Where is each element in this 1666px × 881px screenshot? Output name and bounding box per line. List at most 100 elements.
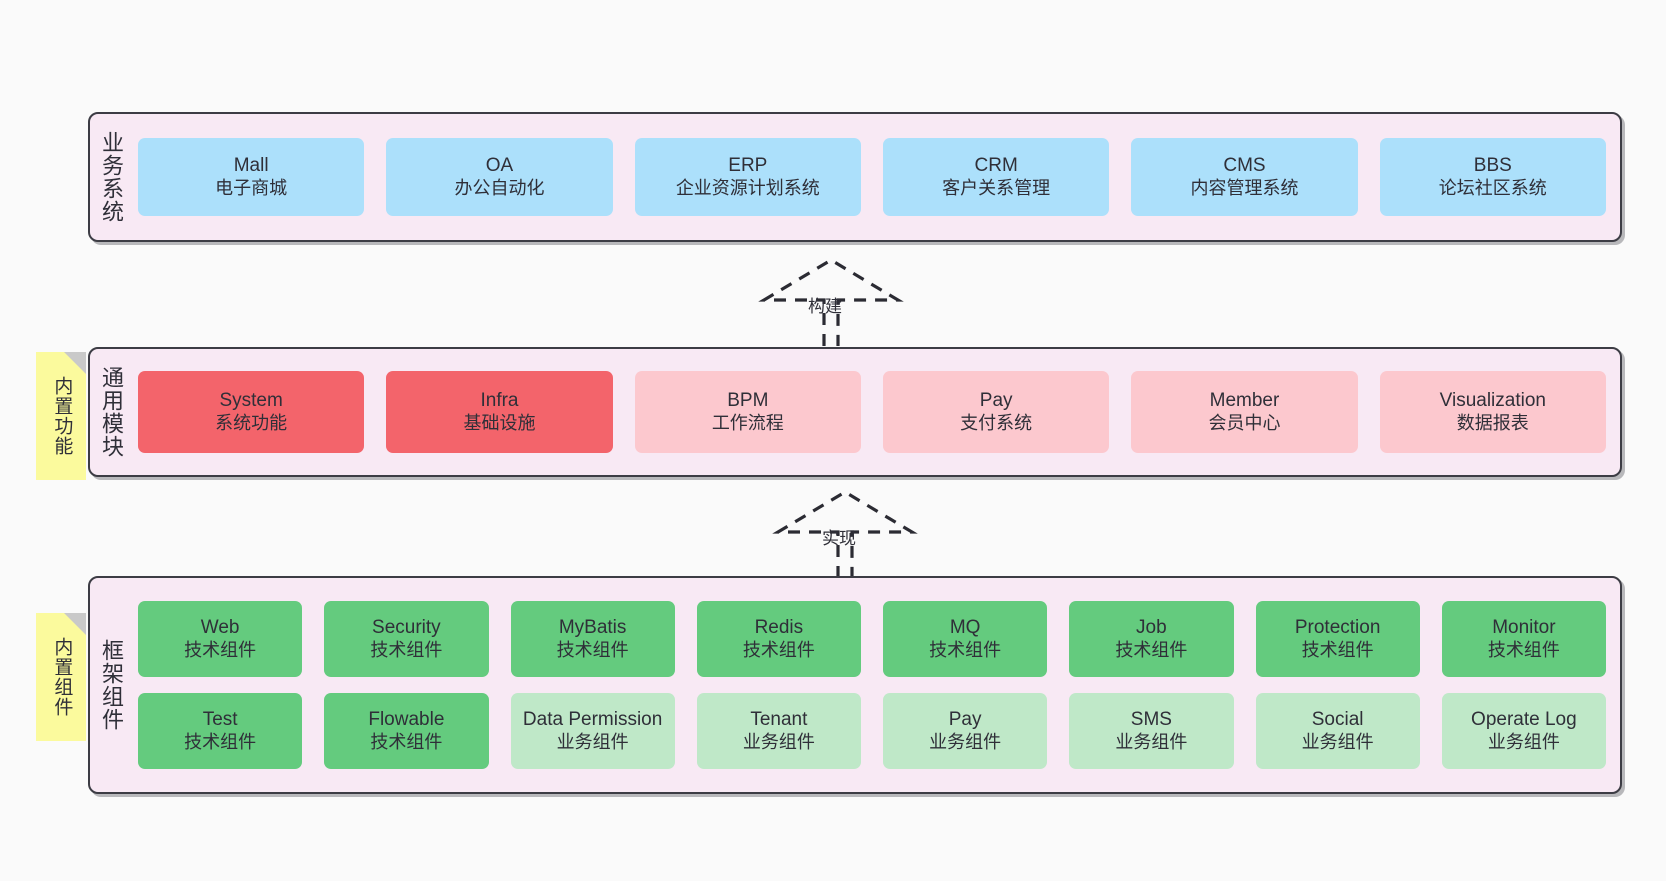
- card-title-cn: 技术组件: [1115, 639, 1188, 660]
- card-security[interactable]: Security 技术组件: [324, 601, 489, 677]
- connector-implement-arrow: 实现: [770, 490, 920, 578]
- folded-corner-icon: [64, 352, 86, 374]
- card-title-cn: 业务组件: [742, 731, 815, 752]
- card-title-en: MQ: [949, 617, 981, 639]
- sticky-note-label: 内置组件: [51, 637, 73, 717]
- folded-corner-icon: [64, 613, 86, 635]
- card-title-en: Redis: [754, 617, 804, 639]
- card-title-cn: 客户关系管理: [942, 177, 1051, 198]
- card-system[interactable]: System 系统功能: [138, 371, 365, 453]
- layer-body-business: Mall 电子商城 OA 办公自动化 ERP 企业资源计划系统 CRM 客户关系…: [132, 114, 1620, 240]
- card-title-en: Monitor: [1492, 617, 1556, 639]
- card-operate-log[interactable]: Operate Log 业务组件: [1441, 693, 1606, 769]
- card-row: Test 技术组件 Flowable 技术组件 Data Permission …: [138, 693, 1606, 769]
- card-title-cn: 技术组件: [742, 639, 815, 660]
- card-title-cn: 技术组件: [556, 639, 629, 660]
- card-title-en: CRM: [974, 155, 1018, 177]
- card-title-en: ERP: [728, 155, 768, 177]
- card-member[interactable]: Member 会员中心: [1131, 371, 1358, 453]
- connector-build-label: 构建: [808, 297, 842, 316]
- card-title-en: CMS: [1223, 155, 1266, 177]
- sticky-note-builtin-components: 内置组件: [36, 613, 86, 741]
- card-bbs[interactable]: BBS 论坛社区系统: [1379, 138, 1606, 216]
- card-mall[interactable]: Mall 电子商城: [138, 138, 365, 216]
- card-job[interactable]: Job 技术组件: [1069, 601, 1234, 677]
- card-title-cn: 技术组件: [370, 731, 443, 752]
- card-bpm[interactable]: BPM 工作流程: [634, 371, 861, 453]
- card-visualization[interactable]: Visualization 数据报表: [1379, 371, 1606, 453]
- layer-common-modules: 通用模块 System 系统功能 Infra 基础设施 BPM 工作流程 Pay…: [88, 347, 1622, 477]
- card-title-cn: 办公自动化: [454, 177, 545, 198]
- card-title-en: Operate Log: [1471, 709, 1577, 731]
- card-title-en: Pay: [948, 709, 982, 731]
- card-title-en: Tenant: [750, 709, 808, 731]
- card-row: Web 技术组件 Security 技术组件 MyBatis 技术组件 Redi…: [138, 601, 1606, 677]
- card-pay-module[interactable]: Pay 支付系统: [882, 371, 1110, 453]
- card-social[interactable]: Social 业务组件: [1255, 693, 1420, 769]
- card-redis[interactable]: Redis 技术组件: [696, 601, 861, 677]
- card-title-en: Member: [1209, 390, 1280, 412]
- card-title-en: BBS: [1473, 155, 1512, 177]
- card-title-cn: 业务组件: [929, 731, 1002, 752]
- card-title-cn: 业务组件: [1301, 731, 1374, 752]
- card-title-en: Visualization: [1439, 390, 1546, 412]
- card-title-en: BPM: [727, 390, 769, 412]
- card-title-en: Pay: [979, 390, 1013, 412]
- card-tenant[interactable]: Tenant 业务组件: [696, 693, 861, 769]
- card-protection[interactable]: Protection 技术组件: [1255, 601, 1420, 677]
- connector-build-arrow: 构建: [756, 258, 906, 346]
- card-title-cn: 企业资源计划系统: [675, 177, 820, 198]
- card-data-permission[interactable]: Data Permission 业务组件: [510, 693, 675, 769]
- layer-title-common: 通用模块: [98, 366, 124, 458]
- card-title-en: Protection: [1294, 617, 1381, 639]
- card-title-cn: 业务组件: [1115, 731, 1188, 752]
- card-title-cn: 技术组件: [184, 731, 257, 752]
- card-row: System 系统功能 Infra 基础设施 BPM 工作流程 Pay 支付系统…: [138, 371, 1606, 453]
- card-title-cn: 技术组件: [1301, 639, 1374, 660]
- card-title-cn: 技术组件: [1487, 639, 1560, 660]
- card-title-cn: 支付系统: [960, 412, 1033, 433]
- card-title-cn: 基础设施: [463, 412, 536, 433]
- card-flowable[interactable]: Flowable 技术组件: [324, 693, 489, 769]
- card-title-en: Social: [1311, 709, 1364, 731]
- card-title-en: Web: [200, 617, 240, 639]
- card-infra[interactable]: Infra 基础设施: [386, 371, 613, 453]
- card-mq[interactable]: MQ 技术组件: [883, 601, 1048, 677]
- layer-framework-components: 框架组件 Web 技术组件 Security 技术组件 MyBatis 技术组件…: [88, 576, 1622, 794]
- card-erp[interactable]: ERP 企业资源计划系统: [634, 138, 861, 216]
- card-title-cn: 工作流程: [711, 412, 784, 433]
- card-oa[interactable]: OA 办公自动化: [386, 138, 613, 216]
- card-title-cn: 内容管理系统: [1190, 177, 1299, 198]
- layer-business-systems: 业务系统 Mall 电子商城 OA 办公自动化 ERP 企业资源计划系统 CRM…: [88, 112, 1622, 242]
- card-mybatis[interactable]: MyBatis 技术组件: [510, 601, 675, 677]
- layer-title-business: 业务系统: [98, 131, 124, 223]
- card-title-en: OA: [485, 155, 514, 177]
- card-title-en: Flowable: [368, 709, 445, 731]
- card-title-cn: 会员中心: [1208, 412, 1281, 433]
- sticky-note-builtin-features: 内置功能: [36, 352, 86, 480]
- card-monitor[interactable]: Monitor 技术组件: [1441, 601, 1606, 677]
- card-title-en: Data Permission: [522, 709, 663, 731]
- connector-implement-label: 实现: [822, 529, 856, 548]
- card-test[interactable]: Test 技术组件: [138, 693, 303, 769]
- card-title-en: Job: [1136, 617, 1167, 639]
- card-title-cn: 技术组件: [370, 639, 443, 660]
- card-title-cn: 论坛社区系统: [1438, 177, 1547, 198]
- card-row: Mall 电子商城 OA 办公自动化 ERP 企业资源计划系统 CRM 客户关系…: [138, 138, 1606, 216]
- card-title-cn: 技术组件: [184, 639, 257, 660]
- card-title-en: Test: [202, 709, 238, 731]
- card-title-cn: 电子商城: [215, 177, 288, 198]
- layer-body-framework: Web 技术组件 Security 技术组件 MyBatis 技术组件 Redi…: [132, 578, 1620, 792]
- card-pay-component[interactable]: Pay 业务组件: [883, 693, 1048, 769]
- card-title-en: MyBatis: [558, 617, 627, 639]
- card-title-en: SMS: [1130, 709, 1172, 731]
- card-cms[interactable]: CMS 内容管理系统: [1131, 138, 1358, 216]
- layer-title-framework: 框架组件: [98, 639, 124, 731]
- card-crm[interactable]: CRM 客户关系管理: [882, 138, 1110, 216]
- sticky-note-label: 内置功能: [51, 376, 73, 456]
- card-web[interactable]: Web 技术组件: [138, 601, 303, 677]
- card-title-en: Security: [372, 617, 441, 639]
- card-sms[interactable]: SMS 业务组件: [1069, 693, 1234, 769]
- card-title-cn: 技术组件: [929, 639, 1002, 660]
